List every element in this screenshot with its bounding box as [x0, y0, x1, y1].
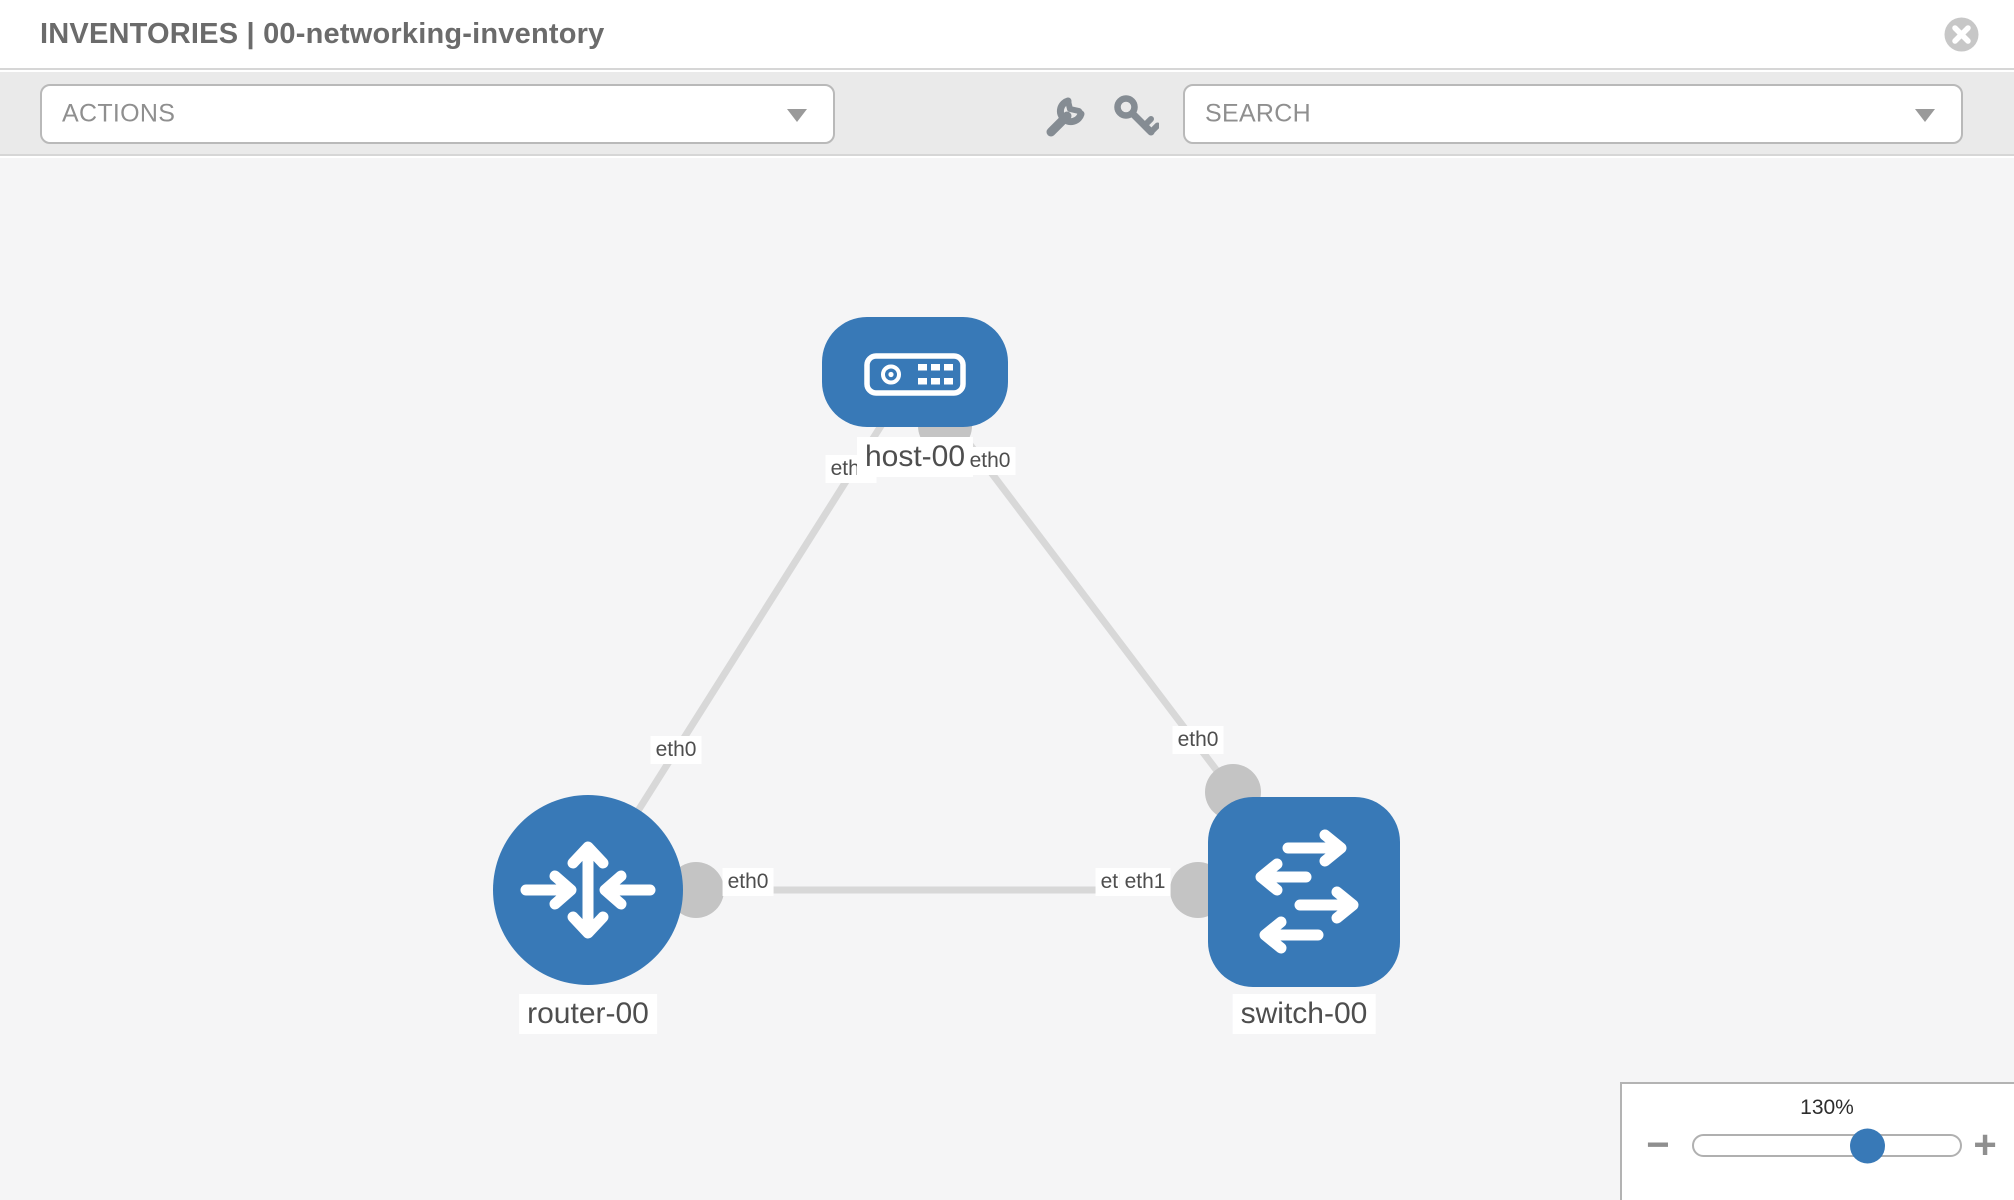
- interface-label: eth0: [964, 447, 1016, 476]
- node-label-host: host-00: [856, 437, 974, 477]
- node-label-switch: switch-00: [1232, 994, 1376, 1034]
- zoom-slider-track[interactable]: [1692, 1128, 1962, 1163]
- node-switch[interactable]: [1208, 797, 1400, 987]
- chevron-down-icon: [1915, 109, 1935, 122]
- search-dropdown-label: SEARCH: [1205, 99, 1311, 128]
- interface-dot-router-eth0[interactable]: [668, 862, 724, 918]
- chevron-down-icon: [787, 109, 807, 122]
- zoom-out-button[interactable]: −: [1638, 1125, 1678, 1165]
- zoom-slider-thumb[interactable]: [1850, 1128, 1885, 1163]
- credentials-button[interactable]: [1111, 92, 1161, 140]
- node-host[interactable]: [822, 317, 1008, 427]
- topology-canvas[interactable]: eth0 host-00 eth0 eth0 eth0 eth0 eth0 et…: [0, 158, 2014, 1200]
- toolbar: ACTIONS SEARC: [0, 72, 2014, 156]
- close-button[interactable]: [1944, 17, 1979, 52]
- header: INVENTORIES | 00-networking-inventory: [0, 0, 2014, 70]
- zoom-panel: 130% − +: [1620, 1082, 2014, 1200]
- interface-label: eth1: [1119, 868, 1171, 897]
- zoom-in-button[interactable]: +: [1965, 1125, 2005, 1165]
- key-icon: [1114, 95, 1161, 136]
- interface-label: eth0: [650, 736, 702, 765]
- node-router[interactable]: [493, 795, 683, 985]
- wrench-icon: [1046, 97, 1085, 137]
- router-arrows-icon: [520, 841, 656, 939]
- close-icon: [1944, 17, 1979, 52]
- search-dropdown[interactable]: SEARCH: [1183, 84, 1963, 144]
- actions-dropdown[interactable]: ACTIONS: [40, 84, 835, 144]
- server-icon: [864, 353, 966, 396]
- topology-graph: [493, 317, 1400, 987]
- configure-button[interactable]: [1041, 92, 1089, 140]
- zoom-level: 130%: [1800, 1096, 1854, 1119]
- interface-label: eth0: [1172, 726, 1224, 755]
- actions-dropdown-label: ACTIONS: [62, 99, 176, 128]
- switch-arrows-icon: [1255, 829, 1359, 954]
- interface-label: eth0: [722, 868, 774, 897]
- page-title: INVENTORIES | 00-networking-inventory: [40, 18, 605, 50]
- node-label-router: router-00: [519, 994, 657, 1034]
